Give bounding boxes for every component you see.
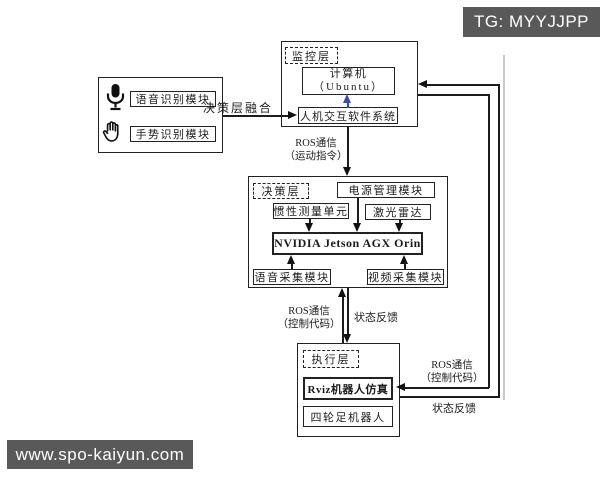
feedback-label: 状态反馈	[354, 312, 398, 324]
monitor-layer-label: 监控层	[285, 47, 338, 64]
feedback-right-arrowhead	[418, 80, 427, 88]
scan-artifact-line	[503, 55, 505, 400]
computer-os: （Ubuntu）	[313, 81, 384, 93]
hmi-to-computer-line	[347, 101, 349, 108]
hmi-software-node: 人机交互软件系统	[298, 107, 398, 124]
ctrl-right-bottom-line	[405, 387, 489, 389]
ros-motion-line	[347, 127, 349, 168]
ros-motion-arrowhead	[343, 167, 351, 176]
ros-ctrl-label-line2: （控制代码）	[277, 319, 341, 330]
power-to-core-arrowhead	[353, 223, 361, 232]
decision-to-exec-arrowhead	[343, 334, 351, 343]
execution-layer-label: 执行层	[303, 350, 359, 368]
decision-to-exec-line	[347, 288, 349, 335]
fusion-label: 决策层融合	[202, 101, 273, 115]
video-capture-module: 视频采集模块	[367, 269, 444, 285]
hand-icon	[102, 121, 119, 142]
ros-ctrl-right-label-line2: （控制代码）	[420, 373, 484, 384]
voice-recognition-module: 语音识别模块	[130, 91, 216, 107]
exec-to-decision-arrowhead	[338, 288, 346, 297]
lidar-module: 激光雷达	[365, 204, 431, 220]
ros-ctrl-label-line1: ROS通信	[288, 306, 330, 317]
ros-ctrl-label: ROS通信 （控制代码）	[276, 305, 342, 331]
ctrl-right-top-line	[418, 94, 489, 96]
feedback-right-bottom-line	[400, 396, 499, 398]
tg-badge: TG: MYYJJPP	[463, 7, 600, 37]
power-to-core-line	[357, 198, 359, 224]
audio-to-core-arrowhead	[287, 255, 295, 264]
ros-motion-label-line2: （运动指令）	[284, 151, 348, 162]
imu-to-core-arrowhead	[305, 223, 313, 232]
exec-to-decision-line	[342, 295, 344, 343]
nvidia-jetson-node: NVIDIA Jetson AGX Orin	[272, 232, 423, 255]
computer-node: 计算机 （Ubuntu）	[302, 67, 395, 95]
wheel-leg-robot-node: 四轮足机器人	[303, 406, 393, 427]
feedback-right-vertical-line	[498, 84, 500, 398]
ros-ctrl-right-label-line1: ROS通信	[431, 360, 473, 371]
hmi-to-computer-arrowhead	[343, 94, 351, 103]
fusion-line	[223, 115, 289, 117]
decision-layer-label: 决策层	[253, 183, 309, 199]
ctrl-right-vertical-line	[488, 94, 490, 388]
rviz-simulation-node: Rviz机器人仿真	[303, 377, 393, 400]
ros-motion-label-line1: ROS通信	[295, 138, 337, 149]
feedback-right-label: 状态反馈	[432, 403, 476, 415]
video-to-core-arrowhead	[400, 255, 408, 264]
audio-capture-module: 语音采集模块	[253, 269, 331, 285]
video-to-core-line	[404, 262, 406, 269]
gesture-recognition-module: 手势识别模块	[130, 126, 216, 142]
computer-name: 计算机	[329, 68, 368, 80]
lidar-to-core-line	[399, 220, 401, 224]
microphone-icon	[106, 84, 125, 111]
watermark: www.spo-kaiyun.com	[7, 440, 193, 469]
lidar-to-core-arrowhead	[395, 223, 403, 232]
ctrl-right-arrowhead	[396, 383, 405, 391]
fusion-arrowhead	[288, 111, 297, 119]
ros-ctrl-right-label: ROS通信 （控制代码）	[418, 359, 486, 385]
ros-motion-label: ROS通信 （运动指令）	[284, 137, 348, 163]
audio-to-core-line	[291, 262, 293, 269]
power-management-module: 电源管理模块	[337, 182, 435, 198]
imu-to-core-line	[309, 219, 311, 224]
feedback-right-top-line	[427, 84, 499, 86]
imu-module: 惯性测量单元	[273, 203, 349, 219]
